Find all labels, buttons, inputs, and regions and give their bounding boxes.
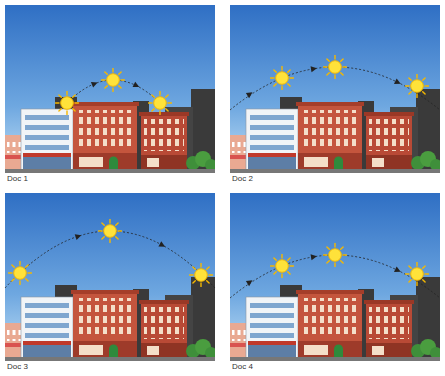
city-scene: [5, 5, 217, 173]
arc-arrowhead: [311, 253, 318, 260]
sun: [102, 69, 125, 92]
sun: [271, 67, 294, 90]
sun: [406, 75, 429, 98]
sun-panel: [5, 193, 217, 361]
sun: [99, 220, 122, 243]
arc-arrowhead: [91, 80, 99, 88]
sun: [190, 264, 213, 287]
sun: [324, 56, 347, 79]
sun: [406, 263, 429, 286]
sun: [56, 92, 79, 115]
city-scene: [5, 193, 217, 361]
arc-arrowhead: [246, 90, 254, 98]
arc-arrowhead: [75, 232, 83, 240]
sun: [271, 255, 294, 278]
arc-arrowhead: [133, 82, 141, 90]
arc-arrowhead: [394, 266, 402, 274]
panel-label: Doc 1: [6, 174, 29, 183]
arc-arrowhead: [394, 78, 402, 86]
sun-panel: [230, 5, 442, 173]
arc-arrowhead: [158, 241, 166, 249]
city-scene: [230, 5, 442, 173]
sun-panel: [230, 193, 442, 361]
sun-panel: [5, 5, 217, 173]
city-scene: [230, 193, 442, 361]
panel-label: Doc 4: [231, 362, 254, 371]
panel-label: Doc 2: [231, 174, 254, 183]
sun: [324, 244, 347, 267]
arc-arrowhead: [311, 65, 318, 72]
arc-arrowhead: [246, 278, 254, 286]
panel-label: Doc 3: [6, 362, 29, 371]
sun: [9, 262, 32, 285]
sun: [149, 92, 172, 115]
